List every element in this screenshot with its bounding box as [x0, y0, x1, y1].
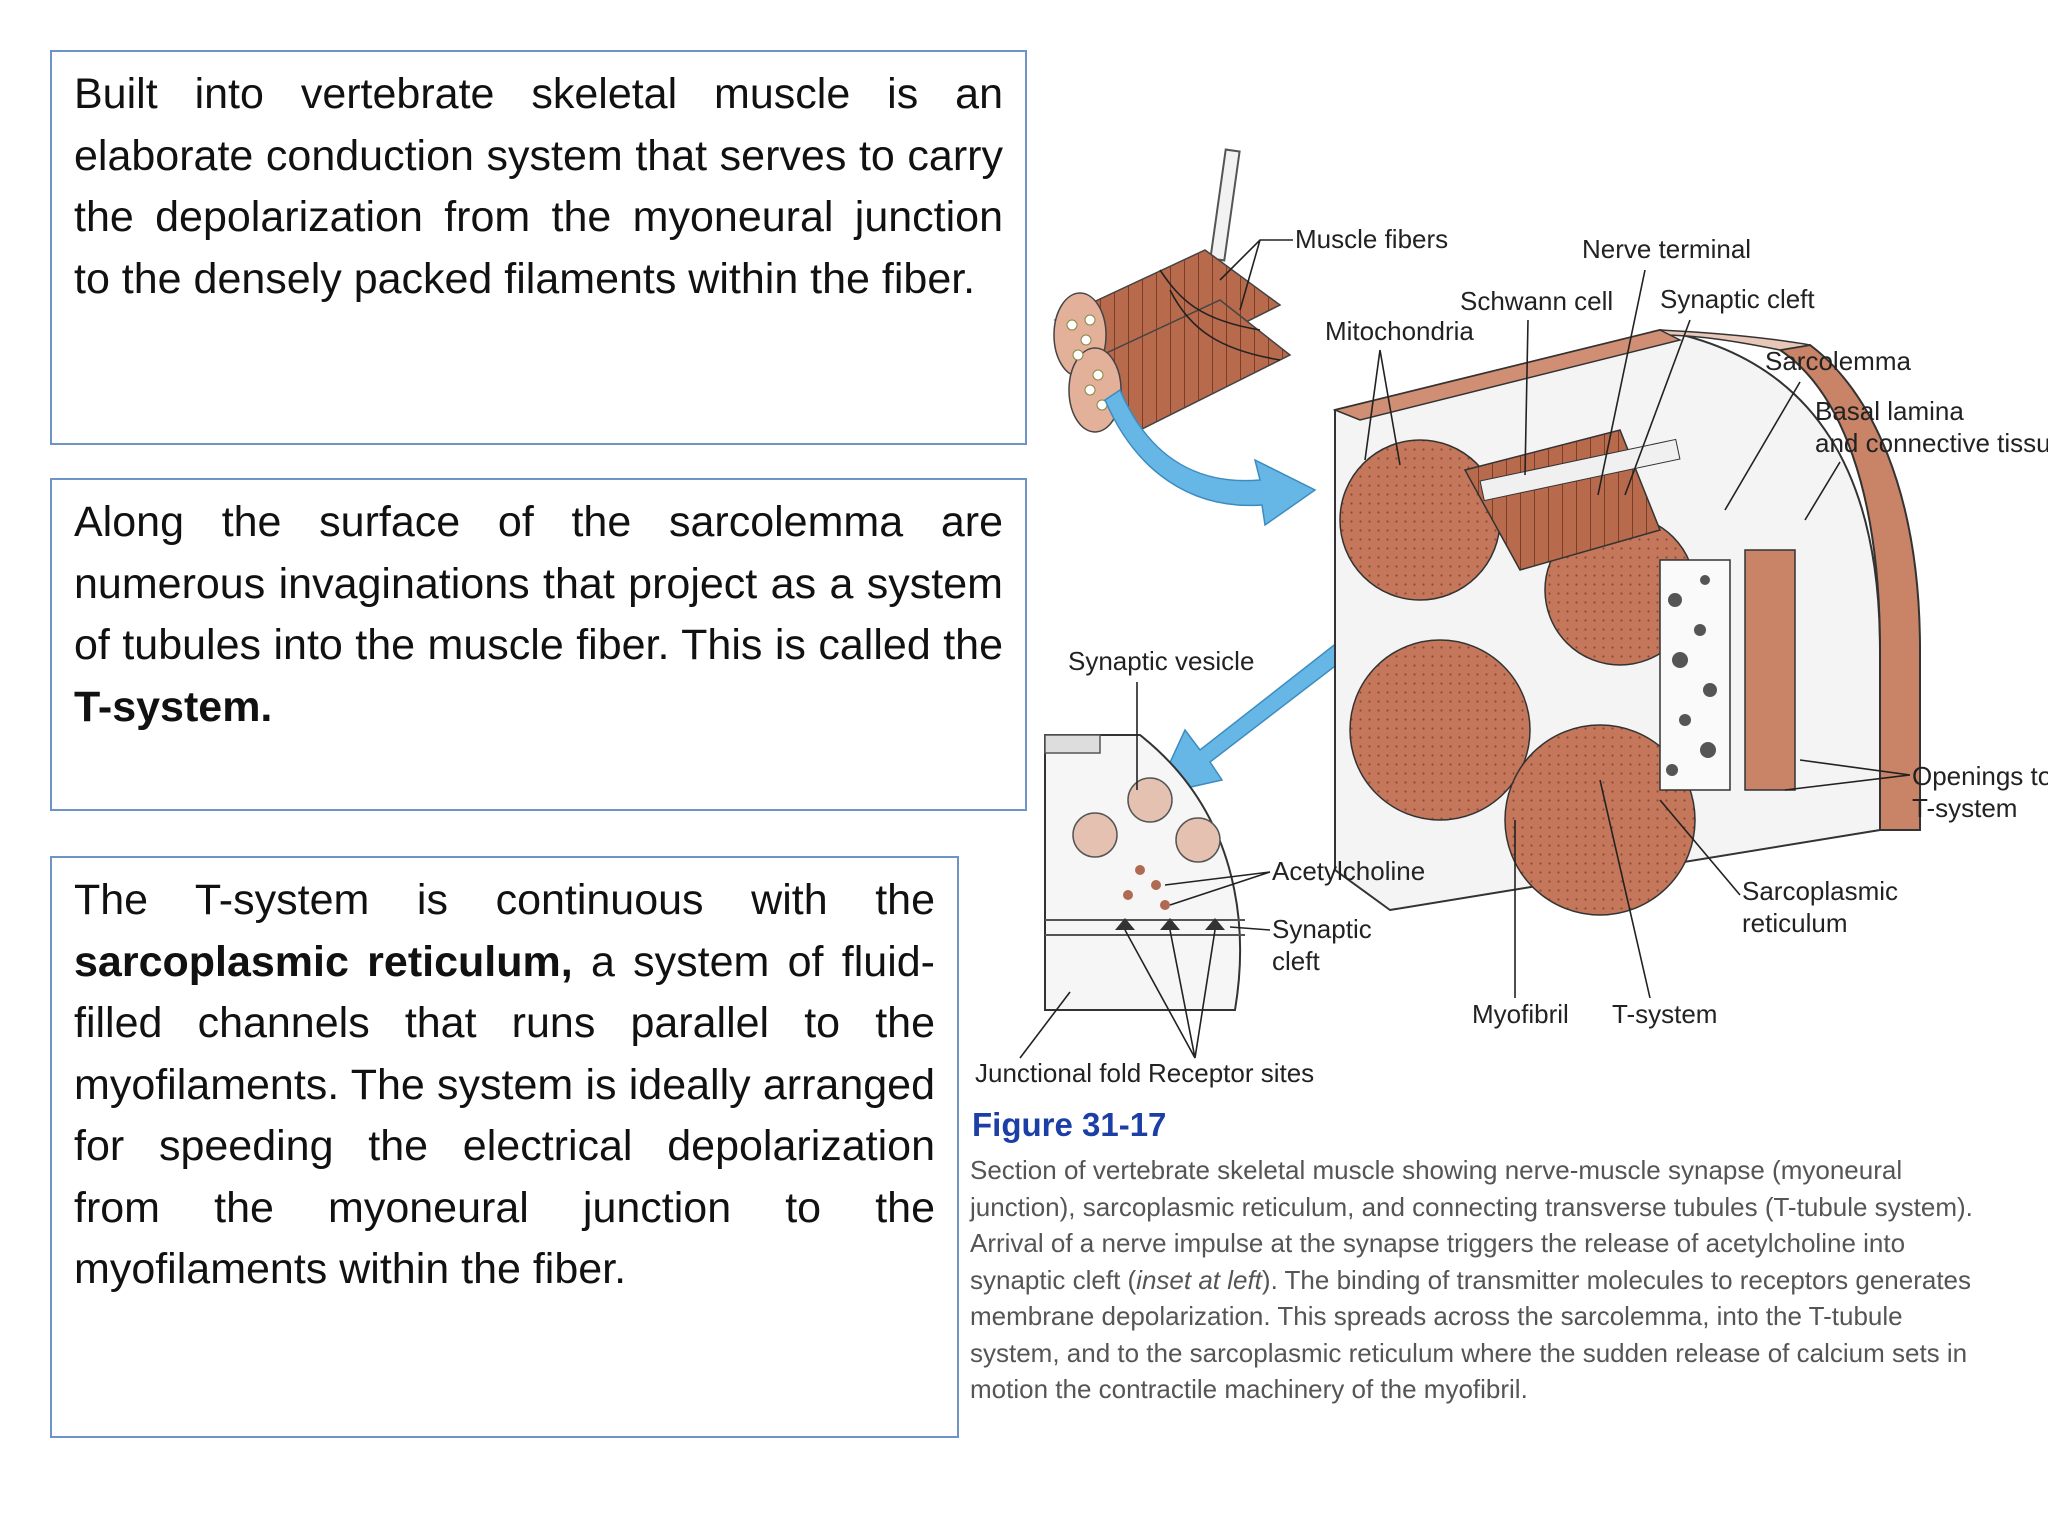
- leader-t-system: [1599, 779, 1651, 999]
- label-acetylcholine: Acetylcholine: [1272, 856, 1425, 886]
- leader-sarcolemma: [1724, 381, 1801, 511]
- leader-muscle-fibers: [1219, 239, 1293, 311]
- text-box-conduction-system: Built into vertebrate skeletal muscle is…: [50, 50, 1027, 445]
- label-muscle-fibers: Muscle fibers: [1295, 224, 1448, 254]
- leader-openings: [1784, 759, 1911, 791]
- label-sarcoplasmic-1: Sarcoplasmic: [1742, 876, 1898, 906]
- text-box-sarcoplasmic-reticulum: The T-system is continuous with the sarc…: [50, 856, 959, 1438]
- label-synaptic-cleft-inset-2: cleft: [1272, 946, 1320, 976]
- label-basal-lamina-1: Basal lamina: [1815, 396, 1964, 426]
- label-nerve-terminal: Nerve terminal: [1582, 234, 1751, 264]
- leader-basal-lamina: [1804, 461, 1841, 521]
- leader-synaptic-cleft-inset: [1229, 926, 1271, 931]
- label-receptor-sites: Receptor sites: [1148, 1058, 1314, 1088]
- leader-junctional-fold: [1019, 991, 1071, 1059]
- leader-receptor-sites: [1124, 929, 1216, 1059]
- t-system-term: T-system.: [74, 682, 273, 731]
- label-synaptic-cleft-top: Synaptic cleft: [1660, 284, 1815, 314]
- label-schwann-cell: Schwann cell: [1460, 286, 1613, 316]
- leader-acetylcholine: [1164, 871, 1271, 906]
- leader-nerve-terminal: [1597, 269, 1646, 496]
- arrow-to-section: [1104, 388, 1317, 527]
- label-mitochondria: Mitochondria: [1325, 316, 1474, 346]
- paragraph-t-system: Along the surface of the sarcolemma are …: [74, 498, 1003, 731]
- text-box-t-system: Along the surface of the sarcolemma are …: [50, 478, 1027, 811]
- figure-title-wrap: Figure 31-17: [972, 1106, 1166, 1143]
- label-junctional-fold: Junctional fold: [975, 1058, 1141, 1088]
- leader-schwann-cell: [1524, 319, 1529, 476]
- leader-sarcoplasmic: [1659, 799, 1741, 896]
- label-sarcolemma: Sarcolemma: [1765, 346, 1911, 376]
- label-t-system: T-system: [1612, 999, 1717, 1029]
- label-synaptic-cleft-inset-1: Synaptic: [1272, 914, 1372, 944]
- muscle-section-block: [1332, 328, 1921, 916]
- muscle-fiber-bundle: [1053, 148, 1292, 433]
- label-myofibril: Myofibril: [1472, 999, 1569, 1029]
- label-openings-2: T-system: [1912, 793, 2017, 823]
- paragraph-sarcoplasmic-reticulum: The T-system is continuous with the sarc…: [74, 876, 935, 1293]
- paragraph-conduction-system: Built into vertebrate skeletal muscle is…: [74, 70, 1003, 303]
- figure-title: Figure 31-17: [972, 1106, 1166, 1143]
- label-sarcoplasmic-2: reticulum: [1742, 908, 1847, 938]
- label-synaptic-vesicle: Synaptic vesicle: [1068, 646, 1254, 676]
- synapse-inset: [1044, 734, 1245, 1011]
- leader-synaptic-cleft-top: [1624, 319, 1691, 496]
- label-openings-1: Openings to: [1912, 761, 2048, 791]
- muscle-diagram: Muscle fibers Nerve terminal Schwann cel…: [975, 148, 2048, 1088]
- leader-mitochondria: [1364, 349, 1401, 466]
- figure-caption: Section of vertebrate skeletal muscle sh…: [970, 1155, 1973, 1404]
- sarcoplasmic-reticulum-term: sarcoplasmic reticulum,: [74, 937, 573, 986]
- label-basal-lamina-2: and connective tissue: [1815, 428, 2048, 458]
